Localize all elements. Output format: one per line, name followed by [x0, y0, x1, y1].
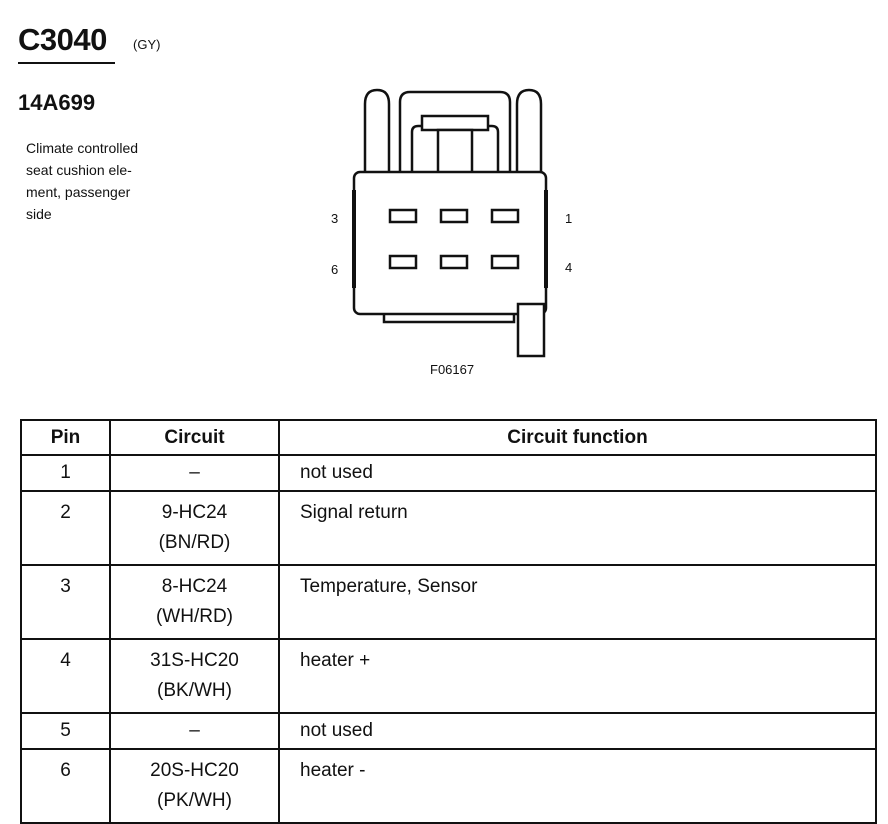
pin-cell: 4	[20, 638, 111, 714]
description-line: ment, passenger	[26, 184, 131, 200]
circuit-cell: –	[109, 712, 280, 750]
column-header-pin: Pin	[20, 419, 111, 456]
circuit-line: (BK/WH)	[157, 680, 232, 701]
pinout-table: Pin Circuit Circuit function 1 – not use…	[20, 419, 877, 824]
table-header-row: Pin Circuit Circuit function	[20, 419, 877, 456]
component-description: Climate controlled seat cushion ele- men…	[26, 137, 196, 225]
pin-cell: 3	[20, 564, 111, 640]
circuit-line: (WH/RD)	[155, 606, 234, 627]
connector-body	[352, 170, 548, 316]
pin-label-top-left: 3	[331, 211, 339, 226]
circuit-cell: 8-HC24 (WH/RD)	[109, 564, 280, 640]
circuit-line: (PK/WH)	[157, 790, 232, 811]
function-cell: not used	[278, 454, 877, 492]
table-row: 1 – not used	[20, 454, 877, 492]
circuit-line: 20S-HC20	[150, 760, 239, 781]
figure-code: F06167	[430, 362, 475, 377]
connector-color-code: (GY)	[133, 37, 161, 52]
column-header-circuit: Circuit	[109, 419, 280, 456]
pin-label-bottom-right: 4	[565, 260, 573, 275]
connector-id: C3040	[18, 22, 107, 57]
pin-label-top-right: 1	[565, 211, 573, 226]
description-line: seat cushion ele-	[26, 162, 132, 178]
pin-label-bottom-left: 6	[331, 262, 339, 277]
function-cell: not used	[278, 712, 877, 750]
table-row: 4 31S-HC20 (BK/WH) heater +	[20, 638, 877, 714]
title-underline	[18, 62, 115, 64]
pin-cavity	[439, 254, 469, 270]
function-cell: Temperature, Sensor	[278, 564, 877, 640]
pin-cell: 1	[20, 454, 111, 492]
connector-skirt	[382, 314, 516, 324]
circuit-line: –	[189, 462, 200, 483]
lock-tab	[436, 128, 474, 176]
circuit-line: (BN/RD)	[158, 532, 231, 553]
circuit-line: 31S-HC20	[150, 650, 239, 671]
pin-cavity	[388, 254, 418, 270]
table-row: 2 9-HC24 (BN/RD) Signal return	[20, 490, 877, 566]
pin-cell: 5	[20, 712, 111, 750]
table-row: 6 20S-HC20 (PK/WH) heater -	[20, 748, 877, 824]
circuit-line: 9-HC24	[161, 502, 228, 523]
table-row: 5 – not used	[20, 712, 877, 750]
latch-arm-left	[363, 88, 391, 174]
circuit-cell: –	[109, 454, 280, 492]
pin-cavity	[490, 254, 520, 270]
function-cell: heater -	[278, 748, 877, 824]
pin-cavity	[439, 208, 469, 224]
pin-cavity	[490, 208, 520, 224]
column-header-function: Circuit function	[278, 419, 877, 456]
pin-cell: 6	[20, 748, 111, 824]
description-line: Climate controlled	[26, 140, 139, 156]
part-number: 14A699	[18, 90, 96, 115]
function-cell: Signal return	[278, 490, 877, 566]
table-row: 3 8-HC24 (WH/RD) Temperature, Sensor	[20, 564, 877, 640]
circuit-cell: 31S-HC20 (BK/WH)	[109, 638, 280, 714]
function-cell: heater +	[278, 638, 877, 714]
circuit-cell: 20S-HC20 (PK/WH)	[109, 748, 280, 824]
circuit-line: –	[189, 720, 200, 741]
lock-bar	[420, 114, 490, 132]
pin-cell: 2	[20, 490, 111, 566]
circuit-cell: 9-HC24 (BN/RD)	[109, 490, 280, 566]
latch-arm-right	[515, 88, 543, 174]
pin-cavity	[388, 208, 418, 224]
connector-face-diagram	[352, 88, 548, 358]
release-lever	[516, 302, 546, 358]
circuit-line: 8-HC24	[161, 576, 228, 597]
description-line: side	[26, 206, 52, 222]
